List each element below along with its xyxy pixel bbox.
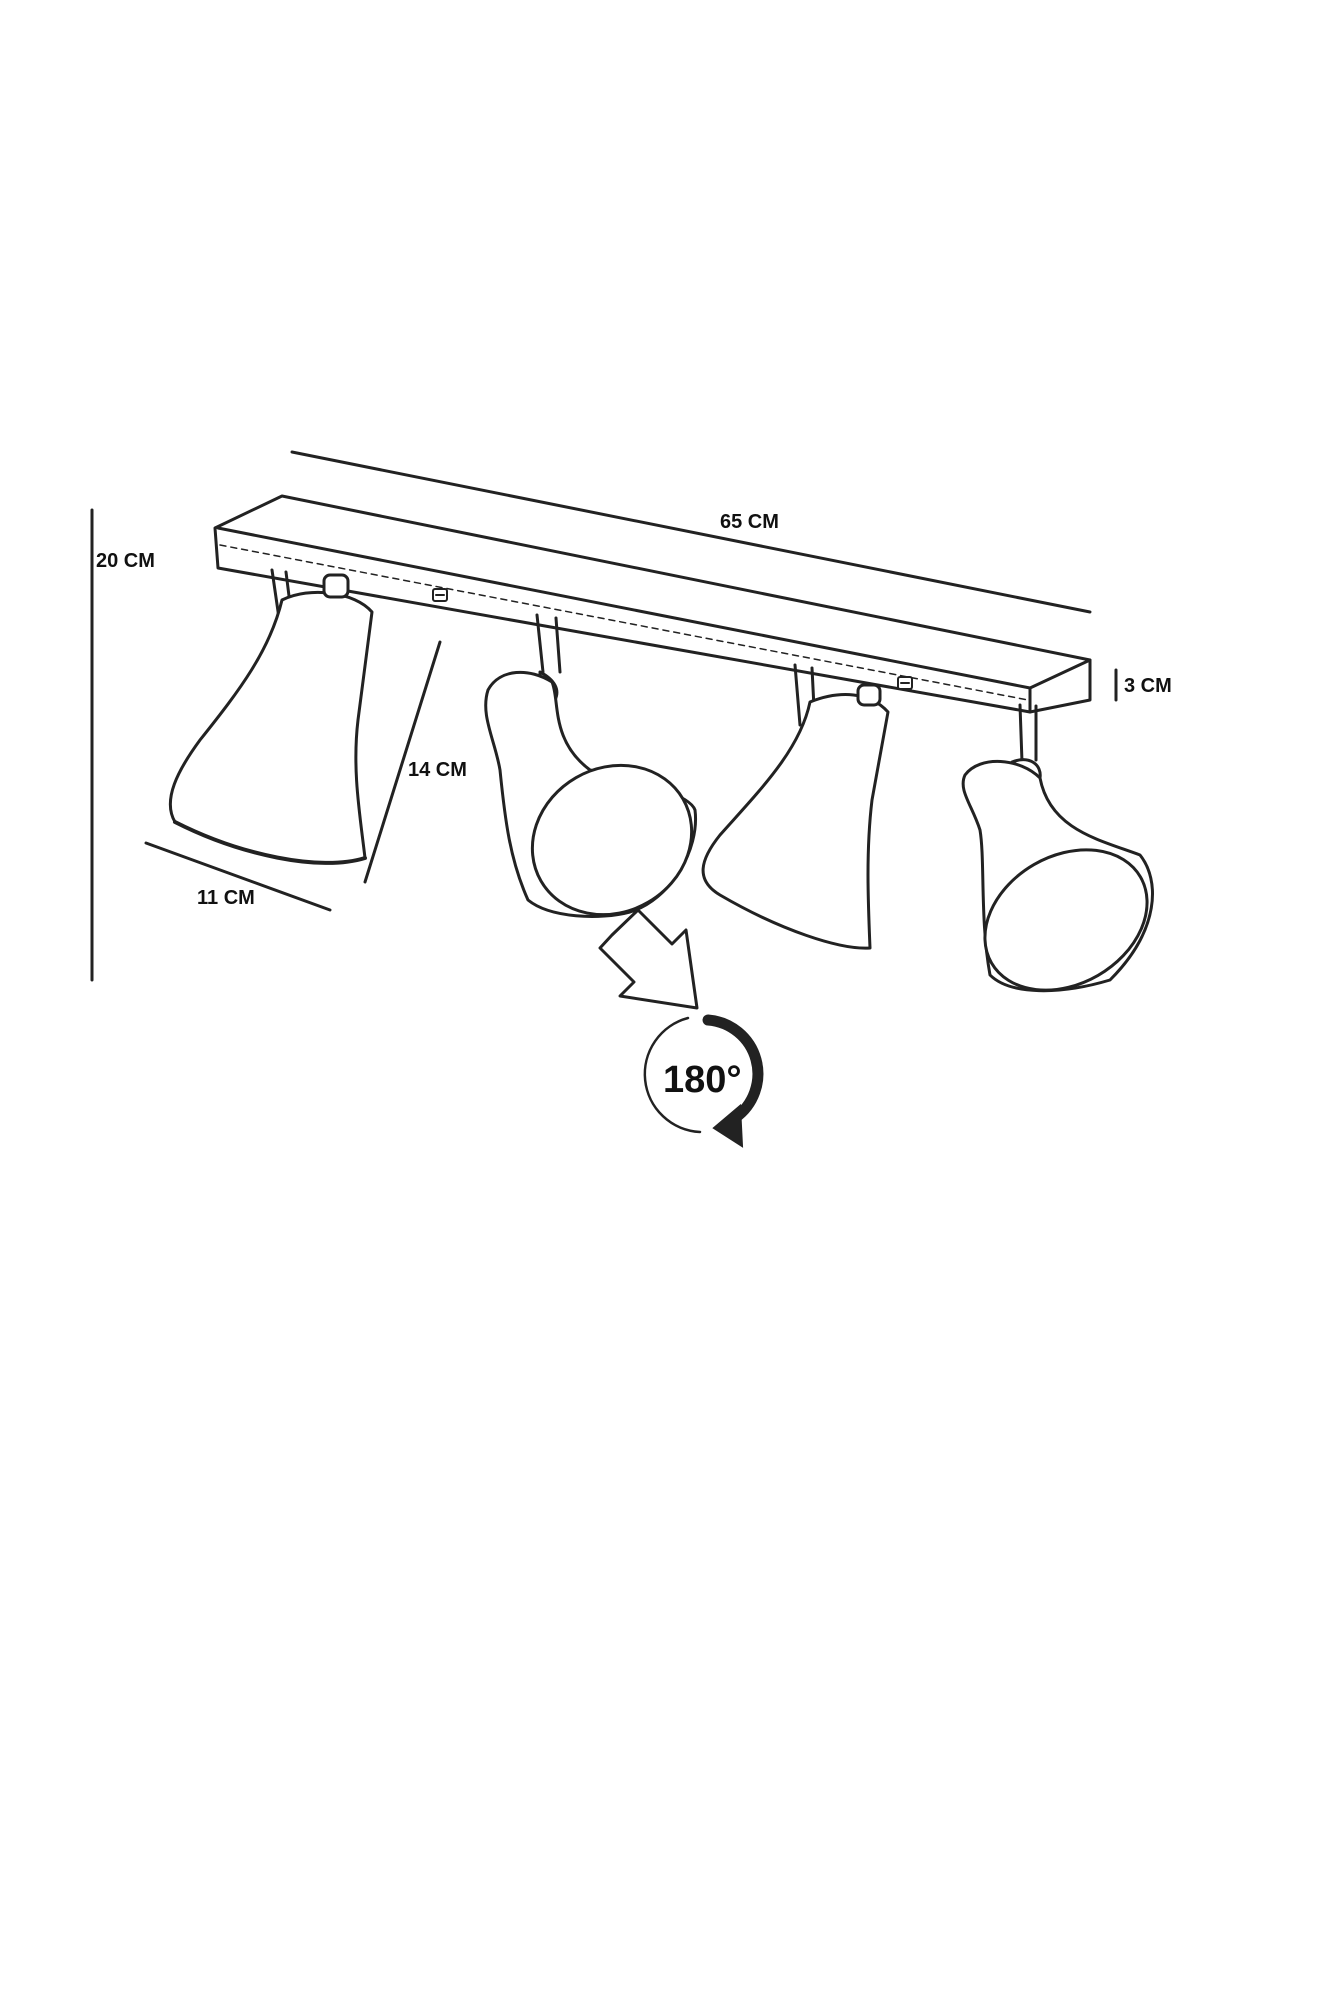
spotlight-1 <box>168 568 374 865</box>
spotlight-3 <box>701 663 890 950</box>
dimension-arm-label: 14 CM <box>408 759 467 781</box>
dimension-shade-label: 11 CM <box>197 887 255 909</box>
rotation-label: 180° <box>663 1059 742 1101</box>
dimension-length-line <box>290 450 1092 614</box>
dimension-height-label: 20 CM <box>96 550 155 572</box>
dimension-arm-line <box>363 640 442 884</box>
dimension-shade-line <box>144 841 332 912</box>
spotlight-2 <box>484 613 698 918</box>
spotlight-4 <box>961 703 1154 993</box>
ceiling-bar <box>213 494 1092 714</box>
mount-screw-right <box>897 676 913 690</box>
rotation-arrowhead-icon <box>712 1103 744 1148</box>
mount-screw-left <box>432 588 448 602</box>
rotation-badge: 180° <box>643 1014 764 1148</box>
direction-arrow-icon <box>598 908 699 1010</box>
rotation-circle-icon <box>643 1016 702 1134</box>
dimension-bar-thickness-label: 3 CM <box>1124 675 1172 697</box>
dimension-length-label: 65 CM <box>720 511 779 533</box>
